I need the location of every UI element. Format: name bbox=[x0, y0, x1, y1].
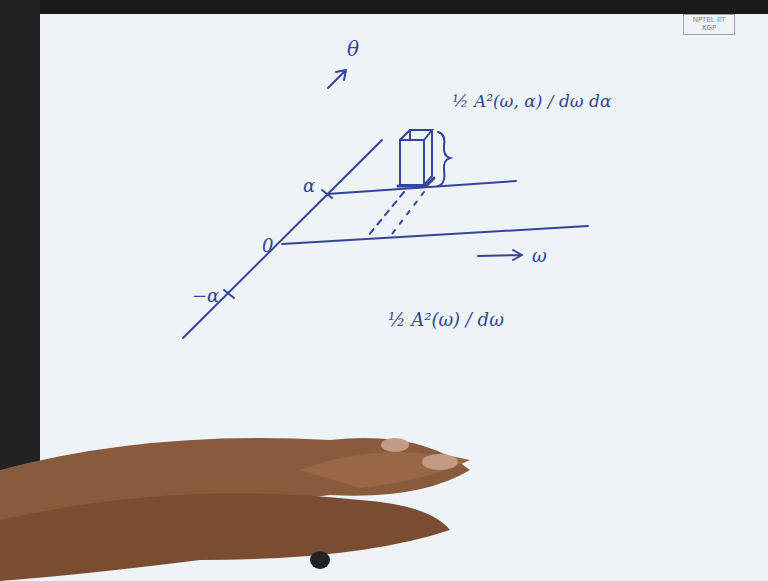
formula: ½ A²(ω) / dω bbox=[388, 310, 504, 330]
formula: ½ A²(ω, α) / dω dα bbox=[452, 92, 611, 111]
origin-label: 0 bbox=[262, 236, 273, 256]
axis-label: θ bbox=[347, 38, 359, 60]
watermark: NPTEL IIT KGP bbox=[683, 14, 735, 35]
tick-label: α bbox=[303, 176, 315, 196]
axis-label: ω bbox=[532, 246, 547, 266]
hand-photo bbox=[0, 438, 768, 581]
tick-label: −α bbox=[192, 286, 219, 306]
